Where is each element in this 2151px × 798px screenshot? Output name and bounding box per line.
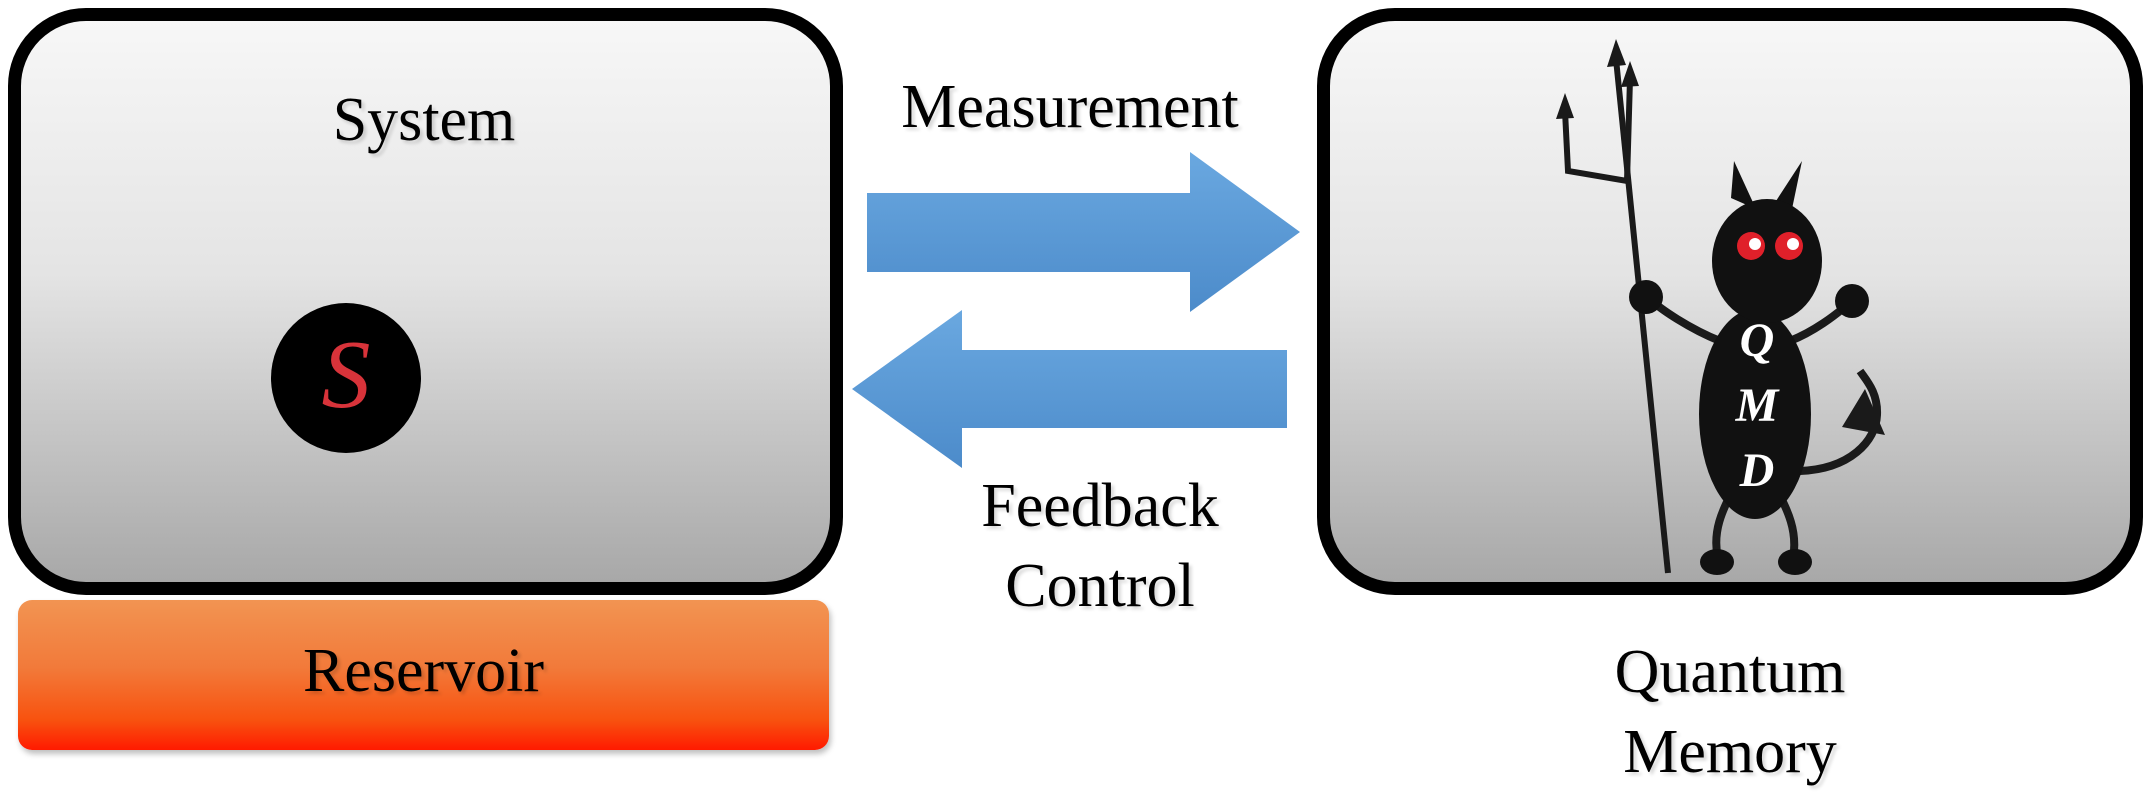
feedback-arrow [852,310,1287,468]
trident-prong-right-icon [1621,61,1639,87]
demon-head [1712,199,1822,323]
right-foot-icon [1778,549,1812,575]
trident-prong-left-icon [1556,93,1574,119]
reservoir-label: Reservoir [302,637,545,705]
feedback-control-label: Feedback Control [910,466,1290,626]
feedback-label-line2: Control [1005,552,1195,620]
quantum-memory-label: Quantum Memory [1530,632,1930,792]
left-foot-icon [1700,549,1734,575]
left-hand-icon [1629,280,1663,314]
particle-s: S [271,303,421,453]
feedback-label-line1: Feedback [981,472,1219,540]
demon-letter-d: D [1739,444,1775,497]
left-pupil-icon [1749,238,1761,250]
demon-body [1699,309,1811,519]
measurement-arrow [867,152,1300,312]
tail-tip-icon [1842,389,1885,435]
demon-icon: Q M D [1556,39,1885,575]
reservoir-bar: Reservoir [18,600,829,750]
left-horn-icon [1731,161,1756,209]
right-pupil-icon [1787,238,1799,250]
system-box: System S [8,8,843,595]
demon-letter-q: Q [1740,314,1775,367]
system-label: System [332,86,516,154]
right-horn-icon [1776,161,1802,209]
trident-prong-center-icon [1607,39,1626,67]
right-hand-icon [1835,284,1869,318]
measurement-label: Measurement [901,73,1239,141]
quantum-memory-box: Q M D [1317,8,2143,595]
memory-label-line1: Quantum [1614,638,1846,706]
memory-label-line2: Memory [1623,718,1837,786]
demon-letter-m: M [1735,379,1781,432]
trident-icon [1562,58,1671,574]
particle-symbol: S [321,321,371,429]
